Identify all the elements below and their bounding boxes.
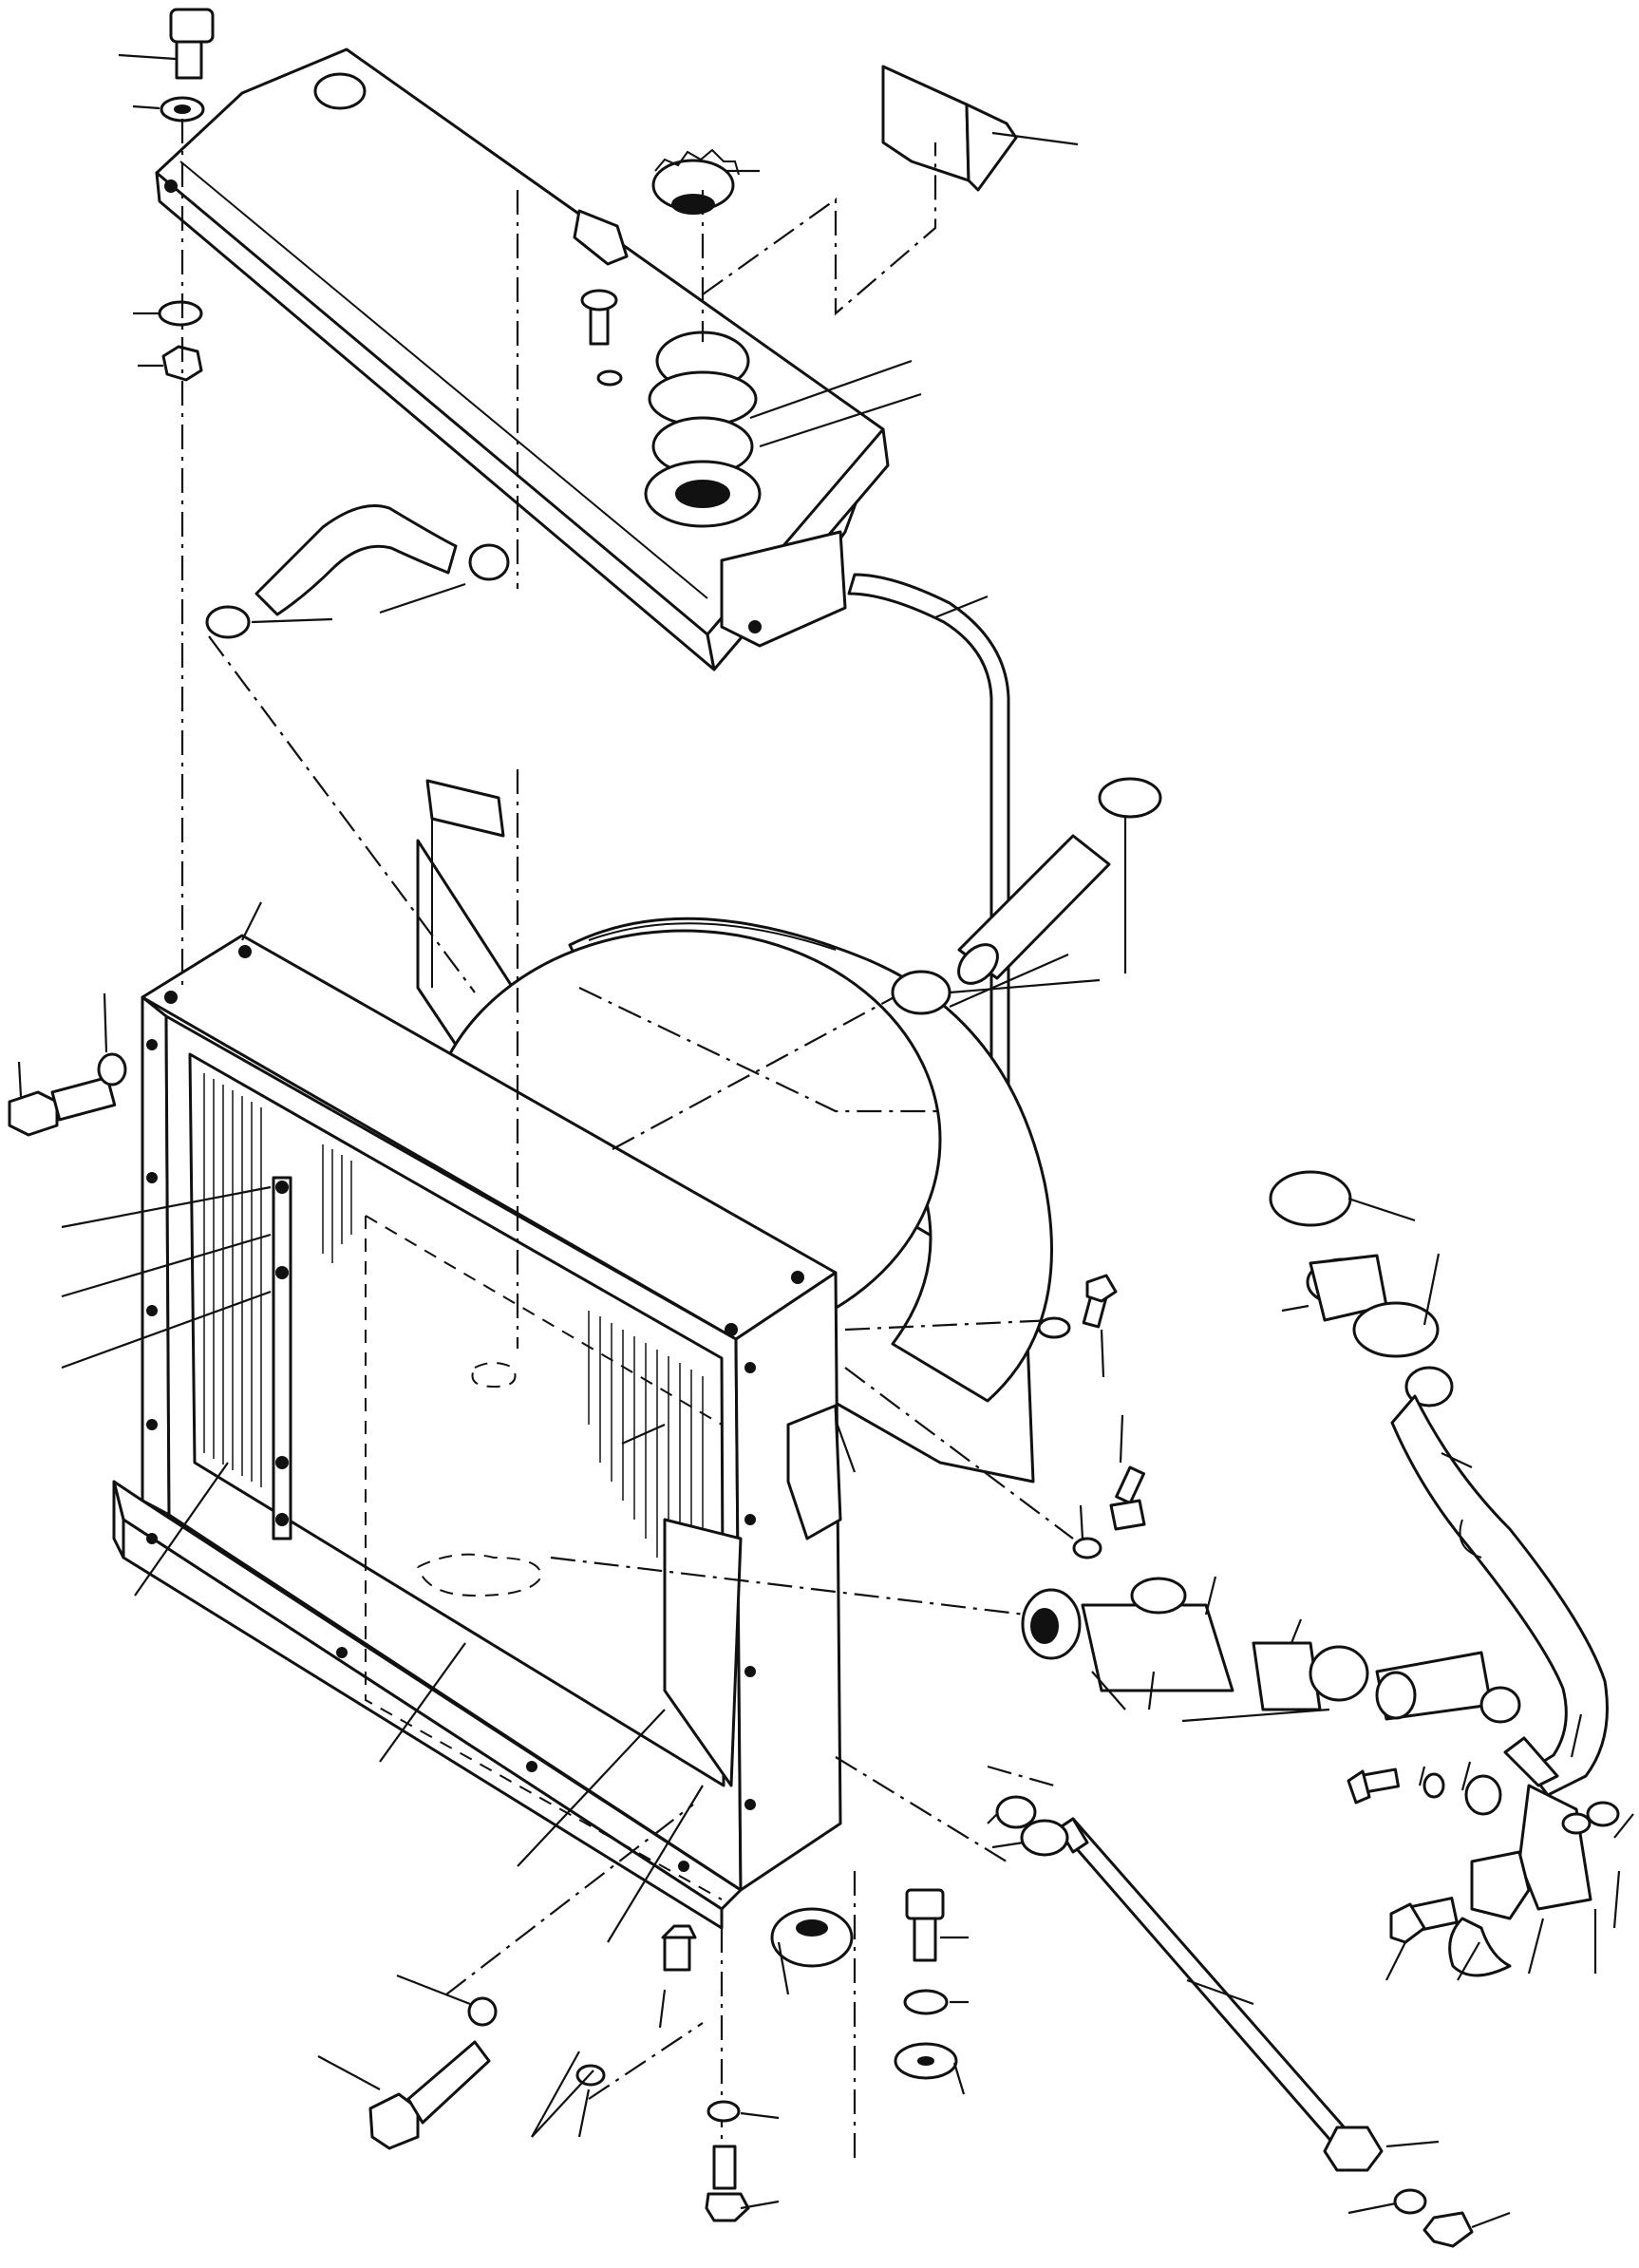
tank-outlet — [573, 209, 629, 266]
filler-neck — [644, 331, 762, 528]
small-bolt — [580, 289, 623, 387]
filler-cap — [651, 148, 740, 215]
mounting-clip — [881, 65, 1079, 192]
core-leaders — [61, 901, 1069, 1943]
tank-boss — [313, 72, 367, 110]
overflow-hose — [205, 504, 510, 639]
sight-tube — [272, 1176, 292, 1540]
radiator-core — [112, 934, 854, 1968]
upper-hose — [891, 777, 1162, 1015]
core-fins-left — [203, 1073, 352, 1487]
side-bolt — [8, 992, 127, 1137]
mounting-bracket — [720, 530, 847, 648]
header-tank — [155, 47, 890, 671]
lower-hose-assembly — [1021, 1170, 1609, 1797]
misc-leaders — [621, 169, 922, 1473]
bottom-fasteners — [317, 1888, 969, 2222]
hose-bracket-assembly — [1347, 1713, 1634, 1981]
top-bolt-stack — [118, 8, 215, 382]
assembly-centre-lines — [180, 119, 1074, 2165]
drain-rod — [987, 1795, 1511, 2248]
shroud-fasteners — [1037, 1274, 1146, 1559]
